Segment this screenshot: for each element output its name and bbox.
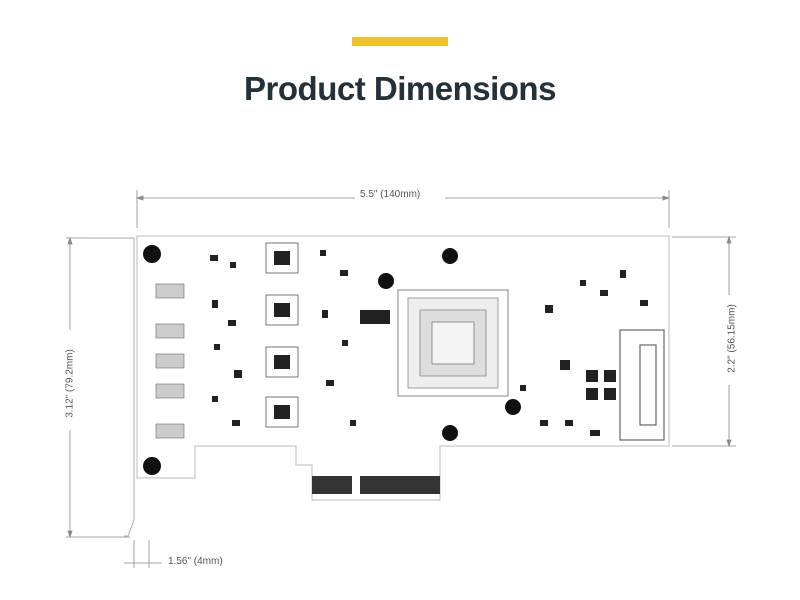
accent-bar xyxy=(352,37,448,46)
lan-connectors xyxy=(155,283,185,439)
full-height-label: 3.12" (79.2mm) xyxy=(64,349,76,418)
hole-top-left xyxy=(143,245,161,263)
side-connector xyxy=(619,329,665,441)
hole-bottom-left xyxy=(143,457,161,475)
dimension-lines xyxy=(66,190,736,568)
width-arrow-right xyxy=(662,195,671,201)
board-height-arrow-bottom xyxy=(726,439,732,448)
hole-upper-chip xyxy=(378,273,394,289)
bracket-thickness-label: 1.56" (4mm) xyxy=(168,556,223,567)
board-height-arrow-top xyxy=(726,235,732,244)
board-height-label: 2.2" (56.15mm) xyxy=(726,304,738,373)
mounting-holes xyxy=(143,245,521,475)
mounting-bracket xyxy=(88,237,135,537)
width-label: 5.5" (140mm) xyxy=(360,189,421,200)
page-title: Product Dimensions xyxy=(244,70,556,107)
port-chip-pads xyxy=(274,251,290,419)
hole-bottom-middle xyxy=(442,425,458,441)
components xyxy=(210,250,648,436)
hole-lower-chip xyxy=(505,399,521,415)
height-arrow-top xyxy=(67,236,73,245)
width-arrow-left xyxy=(135,195,144,201)
main-chip xyxy=(397,289,509,397)
pcie-edge-connector xyxy=(312,476,440,494)
hole-top-middle xyxy=(442,248,458,264)
height-arrow-bottom xyxy=(67,530,73,539)
